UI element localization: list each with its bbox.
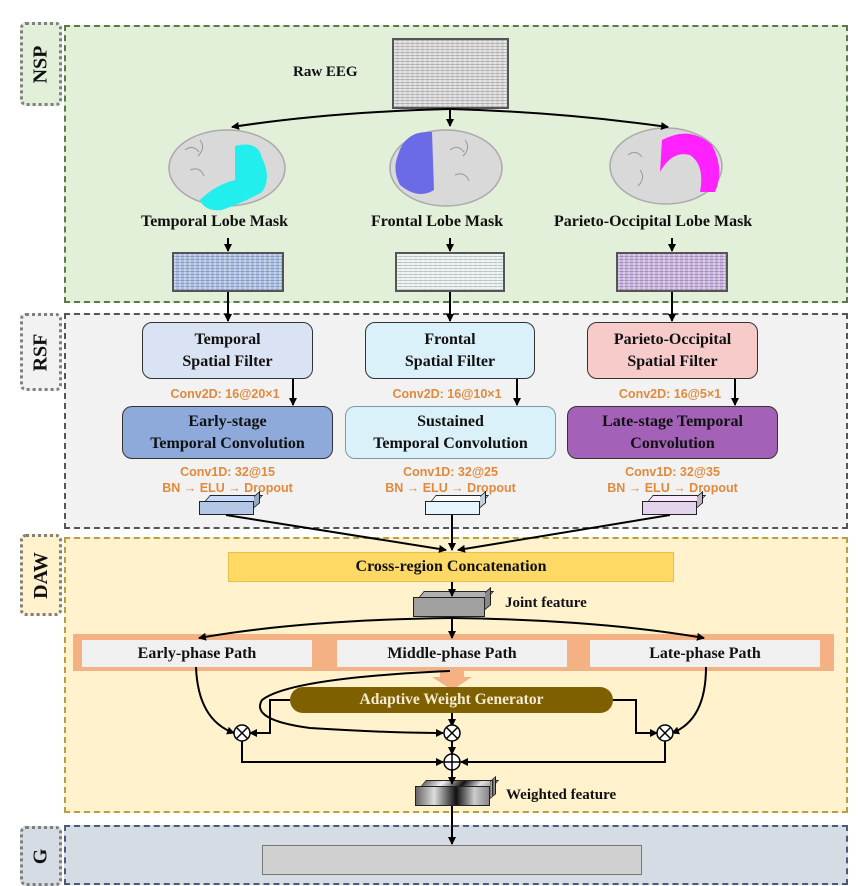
joint-feature-block (413, 597, 485, 617)
g-tag: G (20, 826, 62, 886)
parieto-occipital-feature-block (642, 501, 697, 515)
weighted-feature-label: Weighted feature (506, 787, 617, 803)
daw-tag-label: DAW (29, 551, 52, 599)
raw-eeg-label: Raw EEG (293, 64, 358, 80)
parieto-occipital-spatial-filter-line2: Spatial Filter (627, 352, 718, 370)
nsp-tag-label: NSP (29, 45, 52, 83)
temporal-spatial-filter-line1: Temporal (194, 330, 261, 348)
frontal-masked-signal (395, 252, 505, 292)
temporal-mask-label: Temporal Lobe Mask (141, 213, 288, 230)
sustained-line1: Sustained (417, 412, 484, 430)
early-phase-path: Early-phase Path (82, 640, 312, 667)
raw-eeg-signal (392, 38, 509, 109)
g-tag-label: G (29, 848, 52, 864)
adaptive-weight-generator: Adaptive Weight Generator (290, 687, 613, 713)
early-stage-line1: Early-stage (188, 412, 267, 430)
parieto-occipital-conv2d-label: Conv2D: 16@5×1 (618, 387, 722, 401)
weighted-feature-block (415, 786, 490, 806)
temporal-ops-text: BN → ELU → Dropout (162, 481, 293, 495)
parieto-occipital-spatial-filter-line1: Parieto-Occipital (613, 330, 732, 348)
concat-label: Cross-region Concatenation (355, 558, 547, 575)
middle-phase-path-label: Middle-phase Path (387, 644, 517, 662)
frontal-feature-block (425, 501, 480, 515)
temporal-conv1d-text: Conv1D: 32@15 (180, 465, 275, 479)
frontal-conv1d-label: Conv1D: 32@25 BN → ELU → Dropout (363, 464, 538, 496)
generator-label: Adaptive Weight Generator (359, 691, 544, 708)
joint-feature-label: Joint feature (505, 595, 587, 611)
temporal-conv1d-label: Conv1D: 32@15 BN → ELU → Dropout (140, 464, 315, 496)
frontal-ops-text: BN → ELU → Dropout (385, 481, 516, 495)
frontal-conv2d-label: Conv2D: 16@10×1 (392, 387, 502, 401)
parieto-occipital-mask-label: Parieto-Occipital Lobe Mask (554, 213, 753, 230)
late-stage-line2: Convolution (630, 434, 715, 452)
early-stage-line2: Temporal Convolution (150, 434, 305, 452)
late-phase-path-label: Late-phase Path (649, 644, 761, 662)
daw-tag: DAW (20, 534, 62, 616)
parieto-occipital-ops-text: BN → ELU → Dropout (607, 481, 738, 495)
parieto-occipital-conv1d-label: Conv1D: 32@35 BN → ELU → Dropout (585, 464, 760, 496)
late-phase-path: Late-phase Path (590, 640, 820, 667)
temporal-masked-signal (172, 252, 284, 292)
nsp-tag: NSP (20, 22, 62, 106)
parieto-occipital-masked-signal (616, 252, 728, 292)
rsf-tag-label: RSF (29, 333, 52, 371)
parieto-occipital-conv1d-text: Conv1D: 32@35 (625, 465, 720, 479)
temporal-spatial-filter-line2: Spatial Filter (182, 352, 273, 370)
sustained-line2: Temporal Convolution (373, 434, 528, 452)
middle-phase-path: Middle-phase Path (337, 640, 567, 667)
frontal-conv1d-text: Conv1D: 32@25 (403, 465, 498, 479)
frontal-spatial-filter-line2: Spatial Filter (404, 352, 496, 370)
late-stage-line1: Late-stage Temporal (602, 412, 743, 430)
g-output-box (262, 845, 642, 875)
temporal-conv2d-label: Conv2D: 16@20×1 (170, 387, 280, 401)
temporal-feature-block (199, 501, 254, 515)
frontal-mask-label: Frontal Lobe Mask (371, 213, 504, 230)
frontal-spatial-filter-line1: Frontal (424, 330, 476, 348)
rsf-tag: RSF (20, 313, 62, 391)
early-phase-path-label: Early-phase Path (137, 644, 257, 662)
cross-region-concatenation: Cross-region Concatenation (228, 552, 674, 582)
